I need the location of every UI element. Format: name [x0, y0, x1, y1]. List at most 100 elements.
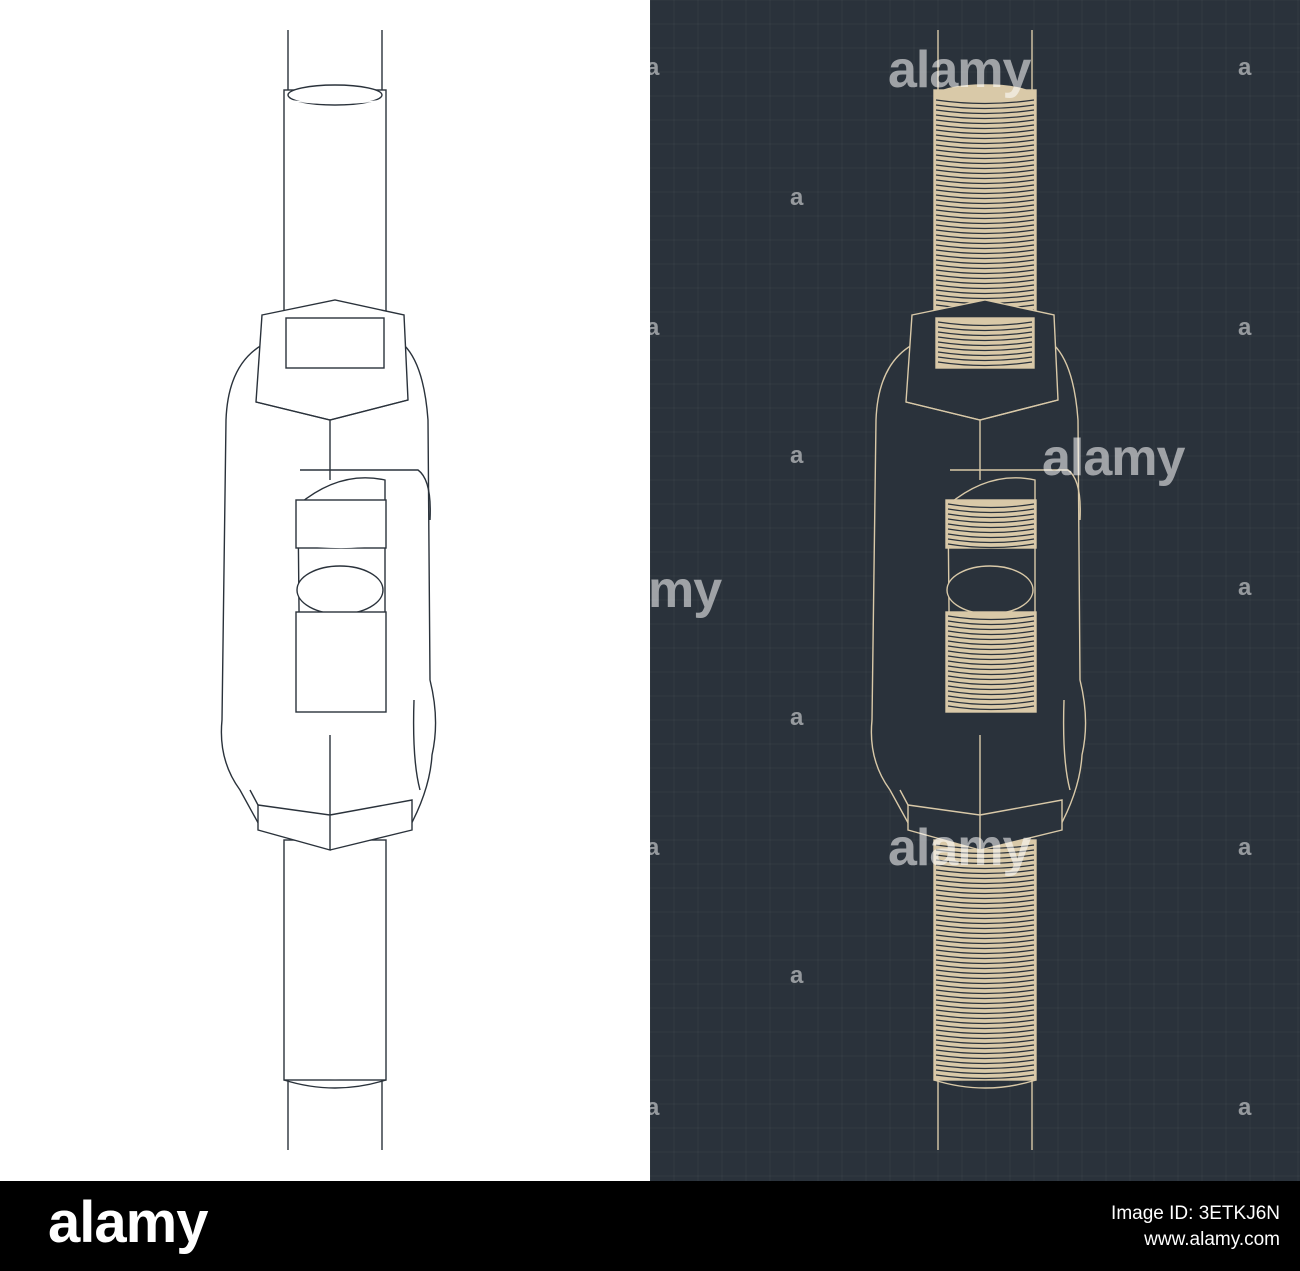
thread-line — [947, 508, 1035, 514]
thread-line — [937, 331, 1033, 337]
turnbuckle-drawing-light — [220, 30, 437, 1150]
thread-line — [285, 1059, 385, 1065]
window-lower-thread — [295, 611, 387, 713]
watermark-glyph: a — [1238, 1094, 1252, 1121]
thread-line — [297, 503, 385, 509]
thread-line — [947, 690, 1035, 696]
thread-line — [285, 214, 385, 220]
thread-line — [935, 274, 1035, 280]
thread-line — [935, 249, 1035, 255]
thread-line — [937, 346, 1033, 352]
thread-line — [285, 149, 385, 155]
thread-line — [285, 984, 385, 990]
thread-line — [287, 346, 383, 352]
thread-line — [285, 229, 385, 235]
thread-line — [297, 670, 385, 676]
thread-line — [947, 630, 1035, 636]
thread-line — [947, 615, 1035, 621]
thread-line — [937, 351, 1033, 357]
thread-line — [935, 239, 1035, 245]
thread-line — [935, 229, 1035, 235]
thread-line — [935, 184, 1035, 190]
watermark-glyph: a — [790, 184, 804, 211]
thread-line — [285, 224, 385, 230]
thread-line — [935, 1059, 1035, 1065]
watermark-glyph: a — [1238, 54, 1252, 81]
thread-line — [947, 528, 1035, 534]
watermark-glyph: a — [1238, 314, 1252, 341]
thread-line — [935, 1034, 1035, 1040]
thread-line — [285, 1019, 385, 1025]
thread-line — [935, 279, 1035, 285]
thread-line — [935, 289, 1035, 295]
thread-line — [935, 1014, 1035, 1020]
thread-line — [285, 204, 385, 210]
hex-nut-edges — [905, 399, 1059, 480]
thread-line — [285, 129, 385, 135]
thread-line — [285, 1049, 385, 1055]
thread-line — [297, 655, 385, 661]
watermark-glyph: a — [790, 442, 804, 469]
thread-line — [947, 655, 1035, 661]
watermark-glyph: a — [1238, 574, 1252, 601]
thread-line — [947, 523, 1035, 529]
thread-line — [285, 294, 385, 300]
thread-line — [285, 959, 385, 965]
thread-line — [935, 1044, 1035, 1050]
thread-line — [947, 518, 1035, 524]
thread-line — [935, 944, 1035, 950]
thread-line — [935, 234, 1035, 240]
nut-bore-thread — [935, 317, 1035, 369]
thread-line — [935, 994, 1035, 1000]
thread-line — [935, 114, 1035, 120]
thread-line — [285, 164, 385, 170]
thread-line — [935, 934, 1035, 940]
thread-line — [285, 99, 385, 105]
thread-line — [947, 533, 1035, 539]
thread-line — [935, 164, 1035, 170]
thread-line — [937, 341, 1033, 347]
turnbuckle-drawing-dark — [650, 0, 1300, 1181]
thread-line — [297, 690, 385, 696]
thread-line — [297, 518, 385, 524]
thread-line — [297, 538, 385, 544]
thread-line — [935, 979, 1035, 985]
thread-line — [285, 134, 385, 140]
thread-line — [297, 625, 385, 631]
thread-line — [285, 1044, 385, 1050]
thread-line — [935, 129, 1035, 135]
thread-line — [935, 99, 1035, 105]
hex-nut-bottom — [907, 799, 1063, 851]
thread-line — [285, 1039, 385, 1045]
thread-line — [285, 179, 385, 185]
thread-line — [285, 279, 385, 285]
watermark-text: alamy — [1042, 429, 1185, 487]
thread-line — [935, 1024, 1035, 1030]
thread-line — [285, 919, 385, 925]
thread-line — [935, 144, 1035, 150]
thread-line — [947, 670, 1035, 676]
thread-line — [935, 109, 1035, 115]
thread-line — [947, 675, 1035, 681]
thread-line — [285, 119, 385, 125]
thread-line — [285, 244, 385, 250]
thread-line — [935, 219, 1035, 225]
thread-line — [285, 144, 385, 150]
thread-line — [285, 894, 385, 900]
thread-line — [285, 234, 385, 240]
thread-line — [935, 1029, 1035, 1035]
thread-line — [297, 508, 385, 514]
thread-line — [285, 964, 385, 970]
thread-line — [935, 949, 1035, 955]
thread-line — [935, 884, 1035, 890]
thread-line — [935, 989, 1035, 995]
watermark-glyph: a — [1238, 834, 1252, 861]
thread-line — [935, 964, 1035, 970]
thread-line — [935, 1039, 1035, 1045]
window-lower-thread — [945, 611, 1037, 713]
nut-bore-thread — [285, 317, 385, 369]
thread-line — [947, 680, 1035, 686]
rod-thread-end — [933, 1079, 1037, 1089]
thread-line — [285, 909, 385, 915]
